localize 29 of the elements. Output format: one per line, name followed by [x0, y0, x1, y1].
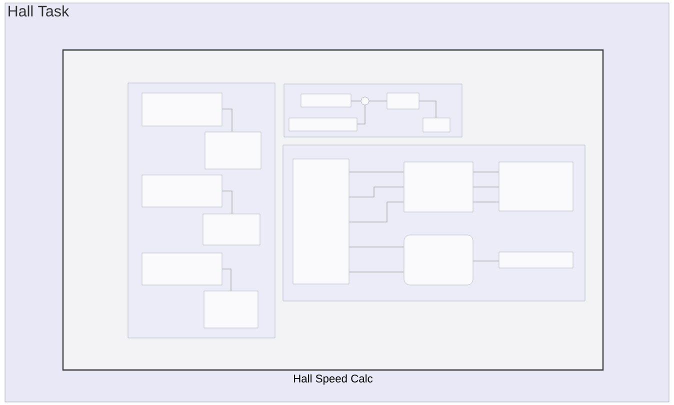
connector-line — [348, 246, 404, 248]
block-box — [422, 118, 450, 132]
block-box — [288, 118, 358, 132]
block-box — [142, 174, 222, 208]
block-box — [204, 132, 262, 170]
block-box — [498, 162, 574, 212]
connector-line — [222, 108, 232, 132]
connector-line — [350, 100, 362, 102]
block-box — [202, 214, 260, 246]
connector-line — [222, 190, 232, 214]
block-box — [404, 162, 474, 212]
connector-line — [472, 260, 500, 262]
block-box — [204, 290, 258, 328]
connector-line — [348, 186, 404, 198]
connector-line — [356, 104, 366, 124]
connector-line — [222, 268, 232, 292]
block-box — [386, 92, 420, 110]
block-box — [292, 158, 350, 284]
connector-line — [472, 186, 500, 188]
connector-line — [368, 100, 388, 102]
block-box — [498, 252, 574, 268]
node-label: Hall Speed Calc — [294, 374, 373, 385]
rounded-block — [404, 234, 474, 286]
block-box — [300, 94, 352, 108]
block-box — [142, 252, 222, 286]
block-box — [142, 92, 222, 126]
connector-line — [348, 202, 404, 222]
junction-circle — [360, 96, 370, 106]
connector-line — [418, 100, 436, 118]
